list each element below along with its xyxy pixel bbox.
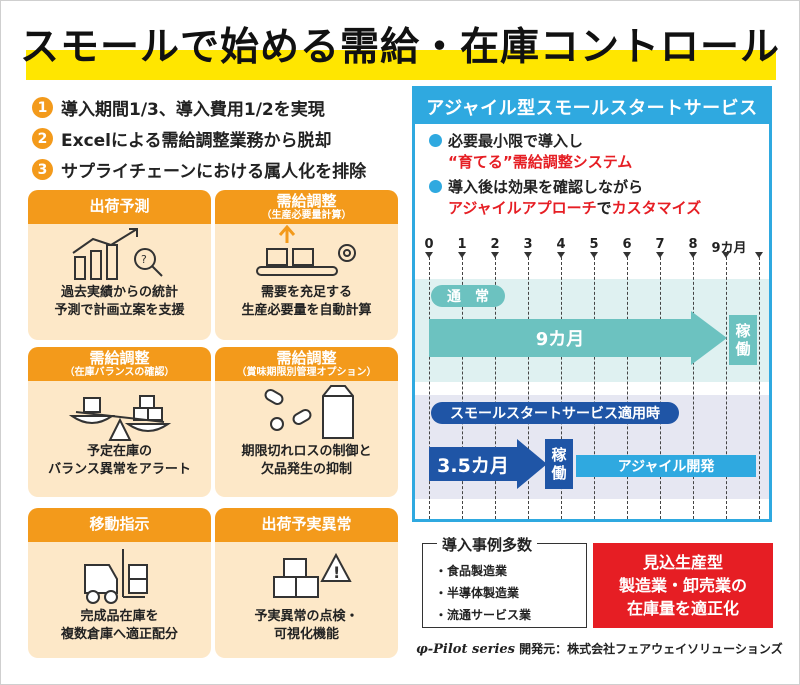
point-item: 1 導入期間1/3、導入費用1/2を実現 bbox=[32, 92, 402, 123]
tick-label: 0 bbox=[424, 237, 434, 252]
tick-label: 1 bbox=[457, 237, 467, 252]
tick-label: 9カ月 bbox=[711, 241, 747, 256]
tick-label: 8 bbox=[688, 237, 698, 252]
card-title: 需給調整（在庫バランスの確認） bbox=[28, 347, 211, 381]
normal-go-live-label: 稼 働 bbox=[729, 315, 757, 365]
feature-card-shipment-anomaly: 出荷予実異常 ! 予実異常の点検・可視化機能 bbox=[215, 508, 398, 658]
key-points: 1 導入期間1/3、導入費用1/2を実現 2 Excelによる需給調整業務から脱… bbox=[32, 92, 402, 185]
normal-label-pill: 通 常 bbox=[431, 285, 505, 307]
tick-marker-icon bbox=[491, 252, 499, 258]
tick-marker-icon bbox=[458, 252, 466, 258]
case-item: ・食品製造業 bbox=[435, 564, 508, 578]
gridline bbox=[759, 257, 760, 519]
agile-service-panel: アジャイル型スモールスタートサービス 必要最小限で導入し “育てる”需給調整シス… bbox=[412, 86, 772, 522]
point-text: Excelによる需給調整業務から脱却 bbox=[61, 131, 332, 151]
month-axis: 0 1 2 3 4 5 6 7 8 9カ月 bbox=[415, 237, 769, 257]
conveyor-icon bbox=[215, 224, 398, 284]
case-studies-box: 導入事例多数 ・食品製造業 ・半導体製造業 ・流通サービス業 bbox=[422, 534, 587, 628]
bullet-emphasis: “育てる”需給調整システム bbox=[448, 153, 633, 171]
gridline bbox=[495, 257, 496, 519]
svg-text:!: ! bbox=[333, 563, 340, 582]
number-badge: 1 bbox=[32, 97, 53, 118]
card-title: 需給調整（賞味期限別管理オプション） bbox=[215, 347, 398, 381]
gridline bbox=[429, 257, 430, 519]
small-duration-label: 3.5カ月 bbox=[437, 454, 509, 477]
number-badge: 2 bbox=[32, 128, 53, 149]
number-badge: 3 bbox=[32, 159, 53, 180]
normal-duration-arrow bbox=[429, 311, 727, 365]
feature-card-expiry-management: 需給調整（賞味期限別管理オプション） 期限切れロスの制御と欠品発生の抑制 bbox=[215, 347, 398, 497]
service-bullets: 必要最小限で導入し “育てる”需給調整システム 導入後は効果を確認しながら アジ… bbox=[429, 129, 759, 221]
bullet-dot-icon bbox=[429, 133, 442, 147]
point-item: 2 Excelによる需給調整業務から脱却 bbox=[32, 123, 402, 154]
card-title: 出荷予測 bbox=[28, 190, 211, 224]
tick-label: 5 bbox=[589, 237, 599, 252]
tick-marker-icon bbox=[722, 252, 730, 258]
tick-label: 6 bbox=[622, 237, 632, 252]
case-item: ・半導体製造業 bbox=[435, 586, 520, 600]
card-title: 需給調整（生産必要量計算） bbox=[215, 190, 398, 224]
gridline bbox=[462, 257, 463, 519]
tick-marker-icon bbox=[557, 252, 565, 258]
small-duration-arrow bbox=[429, 439, 547, 489]
bullet-item: 必要最小限で導入し bbox=[429, 129, 759, 151]
gridline bbox=[660, 257, 661, 519]
card-title: 出荷予実異常 bbox=[215, 508, 398, 542]
tick-marker-icon bbox=[524, 252, 532, 258]
card-title: 移動指示 bbox=[28, 508, 211, 542]
tick-label: 4 bbox=[556, 237, 566, 252]
gridline bbox=[594, 257, 595, 519]
bullet-item: 導入後は効果を確認しながら bbox=[429, 175, 759, 197]
tick-label: 7 bbox=[655, 237, 665, 252]
tick-marker-icon bbox=[689, 252, 697, 258]
normal-duration-label: 9カ月 bbox=[535, 329, 585, 350]
tick-label: 3 bbox=[523, 237, 533, 252]
case-item: ・流通サービス業 bbox=[435, 608, 532, 622]
bullet-emphasis: アジャイルアプローチでカスタマイズ bbox=[448, 199, 702, 217]
small-start-label-pill: スモールスタートサービス適用時 bbox=[431, 402, 679, 424]
cases-title: 導入事例多数 bbox=[437, 534, 538, 555]
small-go-live-label: 稼 働 bbox=[545, 439, 573, 489]
card-description: 期限切れロスの制御と欠品発生の抑制 bbox=[241, 444, 372, 478]
bullet-dot-icon bbox=[429, 179, 442, 193]
card-description: 過去実績からの統計予測で計画立案を支援 bbox=[54, 285, 185, 319]
feature-card-shipment-forecast: 出荷予測 ? 過去実績からの統計予測で計画立案を支援 bbox=[28, 190, 211, 340]
card-description: 予実異常の点検・可視化機能 bbox=[254, 609, 359, 643]
gridline bbox=[561, 257, 562, 519]
footer: φ-Pilot series 開発元：株式会社フェアウェイソリューションズ bbox=[416, 640, 783, 657]
card-description: 完成品在庫を複数倉庫へ適正配分 bbox=[60, 609, 178, 643]
feature-card-production-calc: 需給調整（生産必要量計算） 需要を充足する生産必要量を自動計算 bbox=[215, 190, 398, 340]
panel-title: アジャイル型スモールスタートサービス bbox=[415, 89, 769, 124]
page-title: スモールで始める需給・在庫コントロール bbox=[19, 25, 780, 70]
tick-marker-icon bbox=[425, 252, 433, 258]
card-description: 需要を充足する生産必要量を自動計算 bbox=[241, 285, 372, 319]
point-text: 導入期間1/3、導入費用1/2を実現 bbox=[61, 100, 325, 120]
gridline bbox=[528, 257, 529, 519]
tick-marker-icon bbox=[755, 252, 763, 258]
point-text: サプライチェーンにおける属人化を排除 bbox=[61, 162, 367, 182]
card-description: 予定在庫のバランス異常をアラート bbox=[48, 444, 191, 478]
developer-credit: 開発元：株式会社フェアウェイソリューションズ bbox=[519, 642, 783, 656]
gridline bbox=[726, 257, 727, 519]
agile-dev-bar: アジャイル開発 bbox=[576, 455, 756, 477]
forklift-icon bbox=[28, 542, 211, 608]
balance-scale-icon bbox=[28, 381, 211, 443]
gridline bbox=[627, 257, 628, 519]
gridline bbox=[693, 257, 694, 519]
product-logo: φ-Pilot series bbox=[416, 642, 515, 657]
tick-marker-icon bbox=[656, 252, 664, 258]
tick-marker-icon bbox=[623, 252, 631, 258]
svg-text:?: ? bbox=[141, 253, 147, 266]
tick-marker-icon bbox=[590, 252, 598, 258]
warning-boxes-icon: ! bbox=[215, 542, 398, 608]
target-summary-box: 見込生産型 製造業・卸売業の 在庫量を適正化 bbox=[593, 543, 773, 628]
feature-card-transfer-instruction: 移動指示 完成品在庫を複数倉庫へ適正配分 bbox=[28, 508, 211, 658]
chart-magnifier-icon: ? bbox=[28, 224, 211, 284]
food-products-icon bbox=[215, 381, 398, 443]
feature-card-inventory-balance: 需給調整（在庫バランスの確認） 予定在庫のバランス異常をアラート bbox=[28, 347, 211, 497]
tick-label: 2 bbox=[490, 237, 500, 252]
point-item: 3 サプライチェーンにおける属人化を排除 bbox=[32, 154, 402, 185]
title-highlight bbox=[26, 50, 776, 80]
